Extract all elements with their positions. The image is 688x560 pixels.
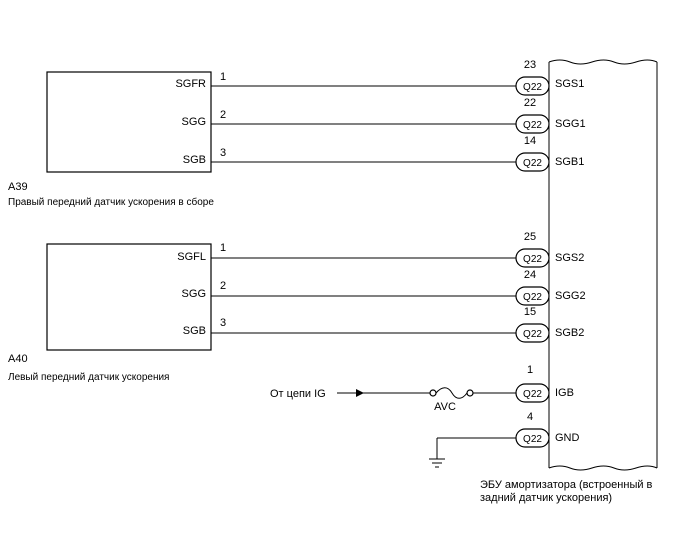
ecu-name-igb: IGB [555, 387, 574, 399]
connector-igb [515, 383, 550, 403]
ecu-name-sgs2: SGS2 [555, 252, 584, 264]
a40-pin2-number: 2 [220, 280, 226, 292]
a39-pin2-number: 2 [220, 109, 226, 121]
ecu-pin-sgg1-number: 22 [524, 97, 536, 109]
connector-sgg2 [515, 286, 550, 306]
ecu-pin-sgb1-number: 14 [524, 135, 536, 147]
connector-sgb2 [515, 323, 550, 343]
sensor-a40-box [46, 243, 212, 351]
a40-pin3-number: 3 [220, 317, 226, 329]
a39-pin3-name: SGB [183, 154, 206, 166]
connector-sgg1-label: Q22 [523, 120, 542, 131]
ecu-name-gnd: GND [555, 432, 580, 444]
ecu-name-sgg1: SGG1 [555, 118, 586, 130]
connector-sgs2-label: Q22 [523, 254, 542, 265]
ecu-pin-gnd-number: 4 [527, 411, 533, 423]
a39-pin2-name: SGG [182, 116, 206, 128]
ecu-name-sgs1: SGS1 [555, 78, 584, 90]
sensor-a40-id: A40 [8, 353, 28, 365]
sensor-a39-id: A39 [8, 181, 28, 193]
a40-pin2-name: SGG [182, 288, 206, 300]
arrow-right-icon [356, 389, 364, 397]
fuse-terminal-right [466, 389, 474, 397]
a39-pin3-number: 3 [220, 147, 226, 159]
fuse-label: AVC [434, 401, 456, 413]
connector-igb-label: Q22 [523, 389, 542, 400]
ecu-name-sgb2: SGB2 [555, 327, 584, 339]
ecu-label-line1: ЭБУ амортизатора (встроенный в [480, 479, 653, 491]
sensor-a39-box [46, 71, 212, 173]
connector-sgg1 [515, 114, 550, 134]
power-source-label: От цепи IG [270, 388, 326, 400]
sensor-a40-description: Левый передний датчик ускорения [8, 372, 169, 383]
connector-sgb2-label: Q22 [523, 329, 542, 340]
a39-pin1-name: SGFR [175, 78, 206, 90]
connector-sgg2-label: Q22 [523, 292, 542, 303]
ecu-pin-sgg2-number: 24 [524, 269, 536, 281]
ecu-pin-sgs1-number: 23 [524, 59, 536, 71]
connector-sgs1 [515, 76, 550, 96]
a40-pin1-name: SGFL [177, 251, 206, 263]
fuse-icon [435, 387, 468, 399]
connector-sgs2 [515, 248, 550, 268]
fuse-terminal-left [429, 389, 437, 397]
connector-gnd-label: Q22 [523, 434, 542, 445]
connector-sgb1-label: Q22 [523, 158, 542, 169]
ecu-pin-sgs2-number: 25 [524, 231, 536, 243]
ecu-pin-sgb2-number: 15 [524, 306, 536, 318]
a40-pin1-number: 1 [220, 242, 226, 254]
sensor-a39-description: Правый передний датчик ускорения в сборе [8, 196, 214, 208]
connector-sgs1-label: Q22 [523, 82, 542, 93]
ecu-block [548, 59, 658, 471]
connector-sgb1 [515, 152, 550, 172]
ecu-name-sgb1: SGB1 [555, 156, 584, 168]
ecu-label-line2: задний датчик ускорения) [480, 492, 612, 504]
a40-pin3-name: SGB [183, 325, 206, 337]
ground-icon [429, 458, 445, 468]
a39-pin1-number: 1 [220, 71, 226, 83]
ecu-name-sgg2: SGG2 [555, 290, 586, 302]
ecu-pin-igb-number: 1 [527, 364, 533, 376]
